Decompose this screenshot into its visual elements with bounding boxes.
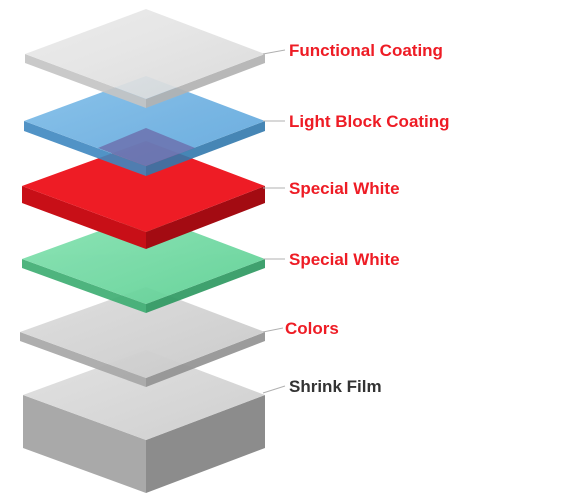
shrink-film-top-face (23, 350, 265, 440)
label-light-block-coating: Light Block Coating (289, 112, 450, 131)
blue-red-overlap-shade (98, 128, 195, 166)
colors-layer (20, 287, 265, 387)
label-special-white-green: Special White (289, 250, 400, 269)
leader-lines (262, 49, 286, 394)
leader-line (262, 385, 286, 394)
label-special-white-red: Special White (289, 179, 400, 198)
special-white-red-layer (22, 141, 265, 249)
light-block-coating-layer (24, 76, 265, 176)
label-functional-coating: Functional Coating (289, 41, 443, 60)
label-shrink-film: Shrink Film (289, 377, 382, 396)
leader-line (262, 327, 284, 333)
shrink-film-left-face (23, 395, 146, 493)
shrink-film-block (23, 350, 265, 493)
shrink-film-right-face (146, 395, 265, 493)
special-white-green-layer (22, 214, 265, 313)
label-colors: Colors (285, 319, 339, 338)
functional-coating-layer (25, 9, 265, 108)
leader-line (262, 49, 286, 55)
